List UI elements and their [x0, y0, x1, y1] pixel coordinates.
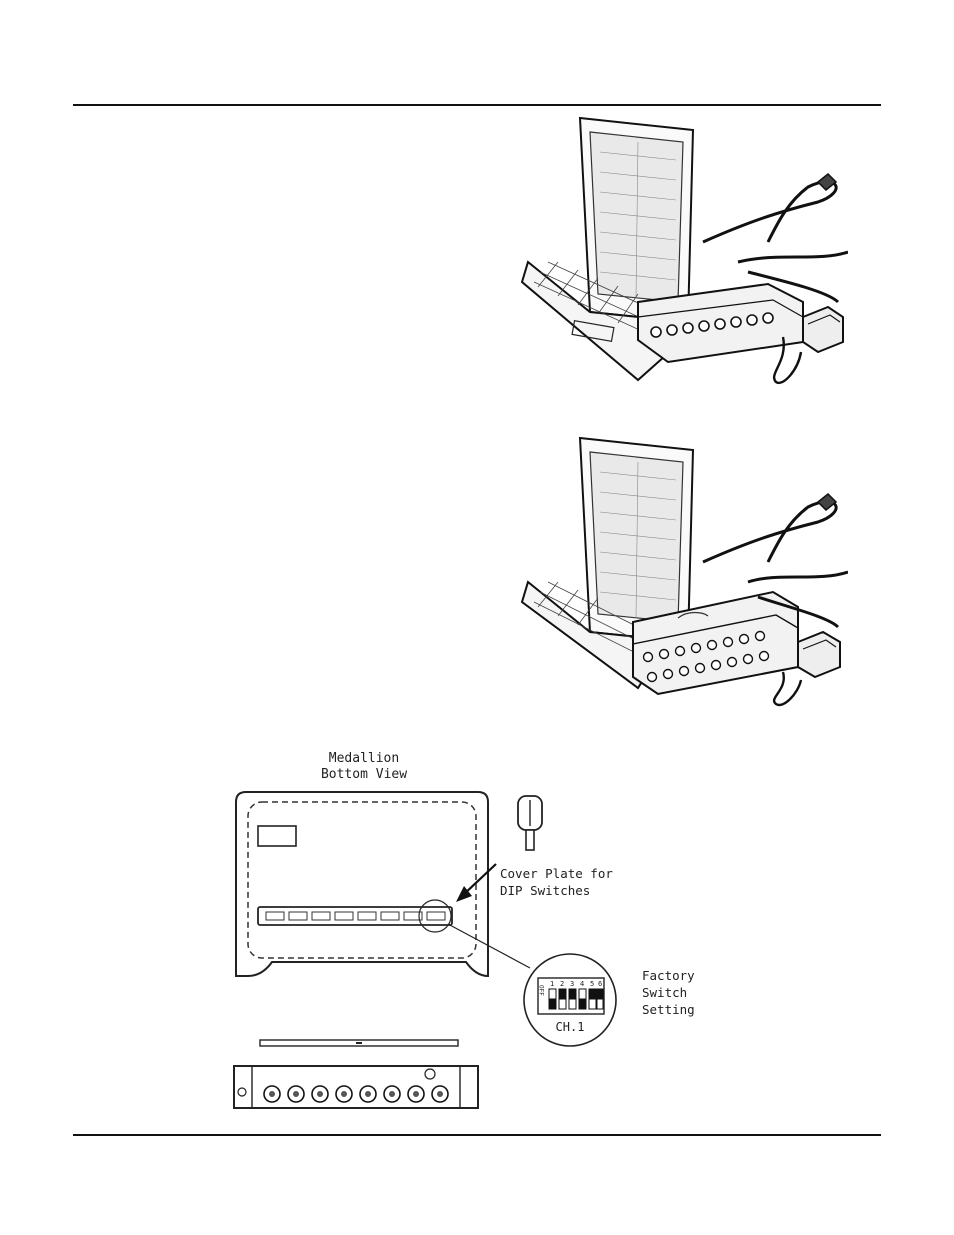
channel-label: CH.1	[556, 1020, 585, 1034]
cover-plate-dashed	[247, 801, 477, 959]
dip-off-label: OFF	[538, 985, 545, 996]
cover-plate-label-line1: Cover Plate for	[500, 866, 613, 881]
dip-number-6: 6	[598, 980, 602, 988]
laptop-stacked-units-illustration	[520, 436, 848, 707]
laptop-single-unit-illustration	[520, 116, 848, 385]
dip-number-3: 3	[570, 980, 574, 988]
dip-number-2: 2	[560, 980, 564, 988]
dip-number-4: 4	[580, 980, 584, 988]
factory-label-line1: Factory	[642, 968, 695, 983]
dip-number-5: 5	[590, 980, 594, 988]
cover-plate-label-line2: DIP Switches	[500, 883, 590, 898]
medallion-bottom-view-diagram: Medallion Bottom View Cover Plate for DI…	[233, 751, 695, 1109]
label-rectangle	[257, 825, 297, 847]
ch1-highlight-circle	[418, 899, 452, 933]
header-rule	[73, 104, 881, 106]
factory-label-line3: Setting	[642, 1002, 695, 1017]
footer-rule	[73, 1134, 881, 1136]
bottom-view-title-line1: Medallion	[329, 751, 399, 766]
factory-label-line2: Switch	[642, 985, 687, 1000]
screwdriver-icon	[517, 795, 543, 851]
housing-outline	[235, 791, 489, 978]
dip-number-1: 1	[550, 980, 554, 988]
dip-switch-strip	[257, 906, 453, 926]
bottom-view-title-line2: Bottom View	[321, 767, 407, 782]
front-connector-panel	[233, 1065, 479, 1109]
